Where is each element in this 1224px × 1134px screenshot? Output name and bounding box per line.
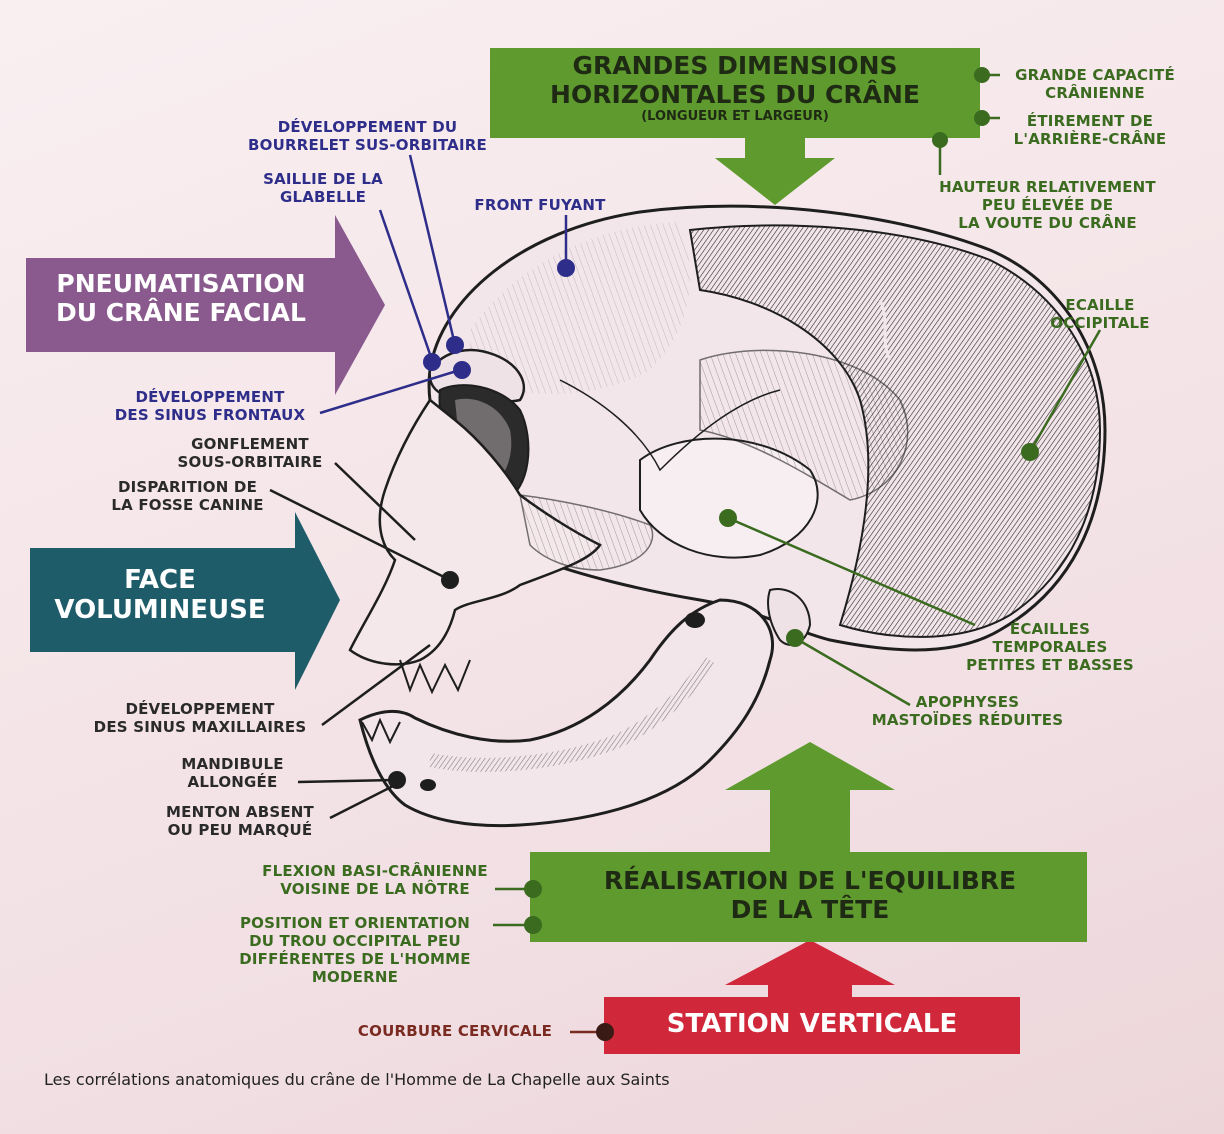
label-sinus-frontaux-l2: DES SINUS FRONTAUX <box>114 406 306 424</box>
equilibre-line1: RÉALISATION DE L'EQUILIBRE <box>603 866 1017 895</box>
label-hauteur-l3: LA VOUTE DU CRÂNE <box>958 214 1137 232</box>
label-glabelle: SAILLIE DE LA GLABELLE <box>248 170 398 206</box>
label-ecaille-occ: ECAILLE OCCIPITALE <box>1025 296 1175 332</box>
label-sinus-max: DÉVELOPPEMENT DES SINUS MAXILLAIRES <box>75 700 325 736</box>
label-etirement-l1: ÉTIREMENT DE <box>1026 112 1154 130</box>
station-box-bg <box>604 997 1020 1054</box>
label-fosse-canine-l1: DISPARITION DE <box>117 478 258 496</box>
label-etirement-l2: L'ARRIÈRE-CRÂNE <box>1013 130 1167 148</box>
temporal-area <box>639 437 819 559</box>
label-ecaille-occ-l2: OCCIPITALE <box>1050 314 1150 332</box>
label-menton-l1: MENTON ABSENT <box>166 803 314 821</box>
face-line1: FACE <box>124 565 196 595</box>
equilibre-line2: DE LA TÊTE <box>730 894 890 924</box>
label-sinus-frontaux: DÉVELOPPEMENT DES SINUS FRONTAUX <box>100 388 320 424</box>
label-fosse-canine: DISPARITION DE LA FOSSE CANINE <box>95 478 280 514</box>
label-sinus-max-l1: DÉVELOPPEMENT <box>125 700 275 718</box>
label-gonflement: GONFLEMENT SOUS-ORBITAIRE <box>160 435 340 471</box>
label-fosse-canine-l2: LA FOSSE CANINE <box>111 496 264 514</box>
label-position-l2: DU TROU OCCIPITAL PEU <box>249 932 461 950</box>
lower-teeth <box>361 717 401 745</box>
label-sinus-max-l2: DES SINUS MAXILLAIRES <box>93 718 307 736</box>
top-arrow <box>715 138 835 205</box>
label-glabelle-l2: GLABELLE <box>279 188 367 206</box>
label-ecailles-temp-l2: TEMPORALES <box>992 638 1108 656</box>
label-etirement: ÉTIREMENT DE L'ARRIÈRE-CRÂNE <box>1000 112 1180 148</box>
label-position-l4: MODERNE <box>311 968 399 986</box>
top-box-bg <box>490 48 980 138</box>
station-arrow <box>725 940 895 997</box>
caption: Les corrélations anatomiques du crâne de… <box>44 1070 670 1089</box>
label-bourrelet-l2: BOURRELET SUS-ORBITAIRE <box>248 136 487 154</box>
upper-teeth <box>399 659 471 695</box>
top-box-line1: GRANDES DIMENSIONS <box>572 51 898 80</box>
label-front: FRONT FUYANT <box>455 196 625 214</box>
label-menton: MENTON ABSENT OU PEU MARQUÉ <box>150 803 330 839</box>
label-ecailles-temp-l3: PETITES ET BASSES <box>966 656 1134 674</box>
label-gonflement-l1: GONFLEMENT <box>191 435 309 453</box>
equilibre-box-bg <box>530 852 1087 942</box>
label-courbure-l1: COURBURE CERVICALE <box>357 1022 553 1040</box>
label-flexion-l2: VOISINE DE LA NÔTRE <box>280 880 470 898</box>
label-apophyses-l2: MASTOÏDES RÉDUITES <box>871 711 1064 729</box>
pneumatisation-box: PNEUMATISATION DU CRÂNE FACIAL <box>26 269 336 328</box>
zygomatic <box>519 494 654 571</box>
label-mandibule: MANDIBULE ALLONGÉE <box>170 755 295 791</box>
label-ecailles-temp: ÉCAILLES TEMPORALES PETITES ET BASSES <box>945 620 1155 674</box>
label-hauteur-l1: HAUTEUR RELATIVEMENT <box>939 178 1156 196</box>
label-sinus-frontaux-l1: DÉVELOPPEMENT <box>135 388 285 406</box>
label-gonflement-l2: SOUS-ORBITAIRE <box>177 453 323 471</box>
equilibre-box: RÉALISATION DE L'EQUILIBRE DE LA TÊTE <box>545 866 1075 925</box>
label-bourrelet: DÉVELOPPEMENT DU BOURRELET SUS-ORBITAIRE <box>240 118 495 154</box>
parietal-mid <box>699 349 909 501</box>
label-bourrelet-l1: DÉVELOPPEMENT DU <box>277 118 458 136</box>
label-hauteur: HAUTEUR RELATIVEMENT PEU ÉLEVÉE DE LA VO… <box>915 178 1180 232</box>
label-capacite-l1: GRANDE CAPACITÉ <box>1015 66 1175 84</box>
top-box: GRANDES DIMENSIONS HORIZONTALES DU CRÂNE… <box>490 51 980 124</box>
label-position: POSITION ET ORIENTATION DU TROU OCCIPITA… <box>210 914 500 986</box>
label-position-l1: POSITION ET ORIENTATION <box>239 914 471 932</box>
label-front-l1: FRONT FUYANT <box>474 196 606 214</box>
label-mandibule-l2: ALLONGÉE <box>187 773 278 791</box>
top-box-sub: (LONGUEUR ET LARGEUR) <box>641 108 829 124</box>
label-apophyses: APOPHYSES MASTOÏDES RÉDUITES <box>850 693 1085 729</box>
station-label: STATION VERTICALE <box>666 1009 958 1039</box>
equilibre-arrow <box>725 742 895 852</box>
top-box-line2: HORIZONTALES DU CRÂNE <box>550 79 920 109</box>
station-box: STATION VERTICALE <box>604 1009 1020 1040</box>
label-menton-l2: OU PEU MARQUÉ <box>167 821 313 839</box>
label-ecaille-occ-l1: ECAILLE <box>1065 296 1135 314</box>
label-capacite-l2: CRÂNIENNE <box>1045 84 1145 102</box>
label-flexion-l1: FLEXION BASI-CRÂNIENNE <box>262 862 488 880</box>
label-courbure: COURBURE CERVICALE <box>335 1022 575 1040</box>
label-mandibule-l1: MANDIBULE <box>181 755 284 773</box>
pneumatisation-line1: PNEUMATISATION <box>56 269 306 298</box>
frontal-hatch <box>470 222 690 394</box>
pneumatisation-line2: DU CRÂNE FACIAL <box>56 297 306 327</box>
face-line2: VOLUMINEUSE <box>54 594 266 625</box>
label-flexion: FLEXION BASI-CRÂNIENNE VOISINE DE LA NÔT… <box>240 862 510 898</box>
label-position-l3: DIFFÉRENTES DE L'HOMME <box>239 950 471 968</box>
label-glabelle-l1: SAILLIE DE LA <box>263 170 383 188</box>
label-hauteur-l2: PEU ÉLEVÉE DE <box>981 196 1114 214</box>
face-box: FACE VOLUMINEUSE <box>30 565 290 626</box>
label-ecailles-temp-l1: ÉCAILLES <box>1009 620 1091 638</box>
label-capacite: GRANDE CAPACITÉ CRÂNIENNE <box>995 66 1195 102</box>
face-arrow <box>30 512 340 690</box>
label-apophyses-l1: APOPHYSES <box>915 693 1020 711</box>
pneumatisation-arrow <box>26 215 385 395</box>
